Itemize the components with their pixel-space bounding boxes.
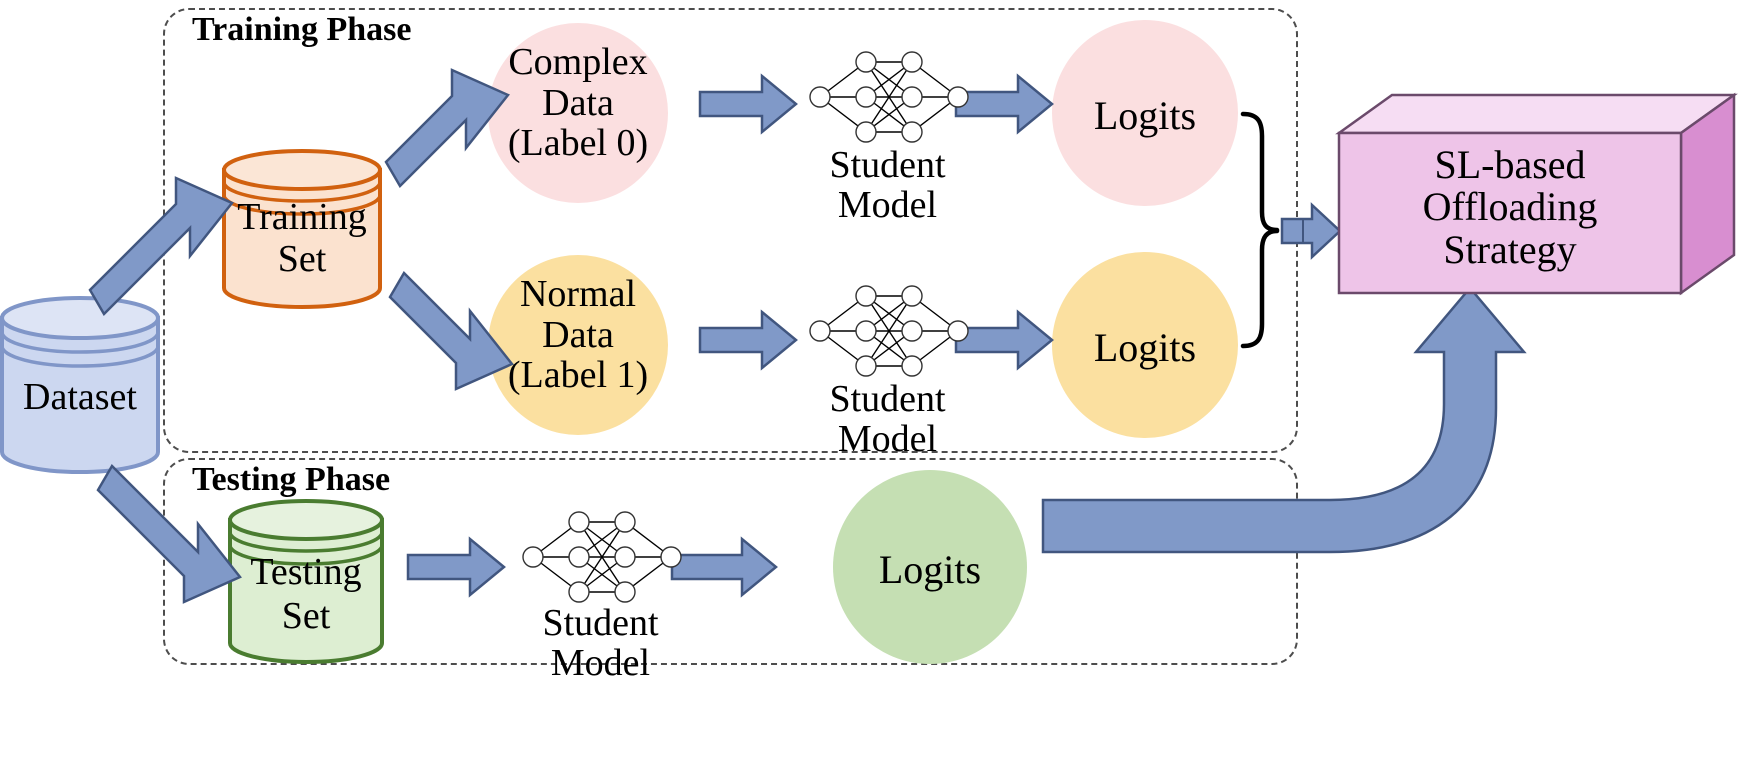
student-model-bottom-line1: Student bbox=[542, 602, 659, 644]
student-model-icon-top bbox=[809, 51, 969, 143]
student-model-mid-line2: Model bbox=[837, 417, 938, 460]
dataset-label: Dataset bbox=[23, 376, 137, 418]
logits-mid-label: Logits bbox=[1093, 325, 1197, 370]
logits-bottom-label: Logits bbox=[878, 547, 982, 592]
strategy-box-text: SL-based Offloading Strategy bbox=[1339, 142, 1681, 272]
normal-data-line1: Normal bbox=[519, 273, 637, 315]
complex-data-line1: Complex bbox=[508, 41, 648, 83]
logits-top-label: Logits bbox=[1093, 93, 1197, 138]
student-model-bottom-line2: Model bbox=[550, 641, 651, 684]
student-model-icon-mid bbox=[809, 285, 969, 377]
strategy-line1: SL-based bbox=[1434, 142, 1586, 187]
training-set-label-line1: Training bbox=[237, 196, 367, 238]
student-model-label-top: Student Model bbox=[800, 144, 975, 226]
student-model-icon-bottom bbox=[522, 511, 682, 603]
normal-data-line2: Data bbox=[542, 313, 614, 356]
complex-data-line2: Data bbox=[542, 81, 614, 124]
testing-set-label-line1: Testing bbox=[250, 551, 362, 593]
student-model-top-line2: Model bbox=[837, 183, 938, 226]
student-model-label-mid: Student Model bbox=[800, 378, 975, 460]
normal-data-line3: (Label 1) bbox=[507, 354, 649, 397]
complex-data-line3: (Label 0) bbox=[507, 122, 649, 165]
training-set-label-line2: Set bbox=[277, 238, 327, 280]
training-phase-label: Training Phase bbox=[186, 11, 418, 49]
testing-phase-label: Testing Phase bbox=[186, 461, 397, 499]
testing-set-label-line2: Set bbox=[281, 595, 331, 637]
complex-data-text: Complex Data (Label 0) bbox=[468, 42, 688, 164]
strategy-line3: Strategy bbox=[1443, 226, 1577, 272]
student-model-mid-line1: Student bbox=[829, 378, 946, 420]
student-model-label-bottom: Student Model bbox=[513, 602, 688, 684]
strategy-line2: Offloading bbox=[1422, 184, 1598, 230]
normal-data-text: Normal Data (Label 1) bbox=[468, 274, 688, 396]
student-model-top-line1: Student bbox=[829, 144, 946, 186]
